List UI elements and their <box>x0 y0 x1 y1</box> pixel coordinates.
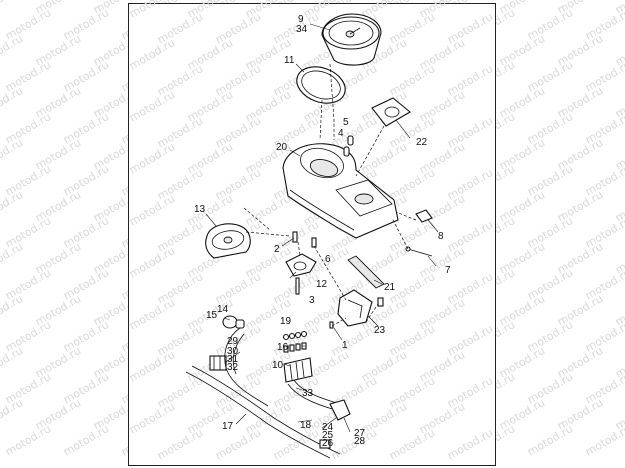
callout-25: 25 <box>322 430 334 441</box>
callout-22: 22 <box>416 137 428 148</box>
watermark-text: motod.ru <box>127 0 177 21</box>
watermark-text: motod.ru <box>127 140 177 176</box>
watermark-text: motod.ru <box>127 296 177 332</box>
callout-8: 8 <box>438 231 444 242</box>
callout-26: 26 <box>322 438 334 449</box>
watermark-text: motod.ru <box>127 400 177 436</box>
screw-7 <box>405 246 433 257</box>
end-connector <box>319 399 351 449</box>
callout-14: 14 <box>217 304 229 315</box>
callout-1: 1 <box>342 340 348 351</box>
oval-gauge <box>205 223 251 259</box>
callout-labels: 9 34 11 5 4 22 20 13 8 2 6 7 12 21 3 14 … <box>194 14 451 449</box>
callout-11: 11 <box>284 55 295 66</box>
callout-30: 30 <box>227 346 239 357</box>
watermark-text: motod.ru <box>155 426 205 462</box>
mount-bracket <box>285 253 317 277</box>
callout-34: 34 <box>296 24 308 35</box>
screw-1 <box>329 321 334 329</box>
speedometer <box>321 13 382 66</box>
bezel-ring <box>296 66 346 104</box>
callout-24: 24 <box>322 422 334 433</box>
callout-29: 29 <box>227 336 239 347</box>
callout-20: 20 <box>276 142 288 153</box>
callout-12: 12 <box>316 279 328 290</box>
callout-6: 6 <box>325 254 331 265</box>
watermark-text: motod.ru <box>613 0 625 17</box>
watermark-text: motod.ru <box>127 36 177 72</box>
callout-13: 13 <box>194 204 206 215</box>
lamp-socket <box>222 315 245 329</box>
watermark-text: motod.ru <box>445 426 495 462</box>
switch-clip <box>415 209 433 223</box>
watermark-text: motod.ru <box>127 244 177 280</box>
callout-7: 7 <box>445 265 451 276</box>
callout-5: 5 <box>343 117 349 128</box>
callout-32: 32 <box>227 362 239 373</box>
watermark-text: motod.ru <box>127 88 177 124</box>
callout-2: 2 <box>274 244 280 255</box>
connector-block <box>283 357 313 383</box>
small-fasteners <box>292 231 317 248</box>
callout-31: 31 <box>227 354 239 365</box>
callout-28: 28 <box>354 436 366 447</box>
watermark-text: motod.ru <box>127 348 177 384</box>
callout-27: 27 <box>354 428 366 439</box>
callout-4: 4 <box>338 128 344 139</box>
callout-3: 3 <box>309 295 315 306</box>
strip-21 <box>347 255 385 289</box>
block-23 <box>337 289 384 327</box>
callout-9: 9 <box>298 14 304 25</box>
callout-16: 16 <box>277 342 289 353</box>
assembly-lines <box>243 63 417 327</box>
callout-17: 17 <box>222 421 234 432</box>
callout-33: 33 <box>302 388 314 399</box>
watermark-text: motod.ru <box>213 426 263 462</box>
callout-10: 10 <box>272 360 284 371</box>
gasket-plate <box>371 97 411 127</box>
callout-18: 18 <box>300 420 312 431</box>
watermark-text: motod.ru <box>127 192 177 228</box>
wiring-harness <box>185 327 341 459</box>
callout-15: 15 <box>206 310 218 321</box>
leader-lines <box>205 23 439 433</box>
rod-3 <box>295 277 300 295</box>
callout-21: 21 <box>384 282 396 293</box>
watermark-text: motod.ru <box>387 426 437 462</box>
indicator-bulbs <box>343 135 354 157</box>
callout-23: 23 <box>374 325 386 336</box>
plug-29-32 <box>209 355 227 371</box>
console-housing <box>282 143 399 239</box>
callout-19: 19 <box>280 316 292 327</box>
